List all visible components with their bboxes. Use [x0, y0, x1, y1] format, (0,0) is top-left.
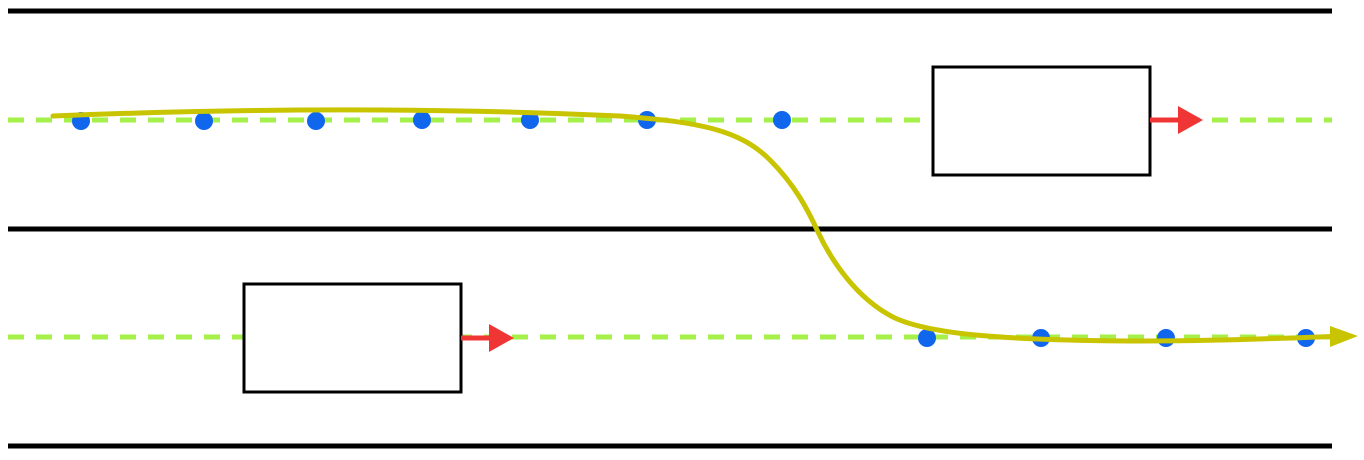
waypoint-upper-4 — [413, 111, 431, 129]
lane-change-trajectory — [50, 107, 1350, 344]
arrow-right-icon — [1150, 106, 1203, 134]
lower-lane-vehicle — [242, 282, 514, 394]
waypoint-upper-5 — [521, 111, 539, 129]
lower-lane-vehicle-body — [242, 282, 463, 394]
road-lines — [8, 8, 1332, 449]
waypoint-upper-2 — [195, 112, 213, 130]
waypoint-lower-1 — [918, 329, 936, 347]
waypoint-upper-3 — [307, 112, 325, 130]
arrow-right-icon — [461, 324, 514, 352]
arrowhead-icon — [1330, 326, 1358, 347]
waypoint-upper-7 — [773, 111, 791, 129]
waypoint-lower-3 — [1157, 329, 1175, 347]
upper-lane-vehicle — [931, 65, 1203, 177]
upper-lane-vehicle-body — [931, 65, 1152, 177]
